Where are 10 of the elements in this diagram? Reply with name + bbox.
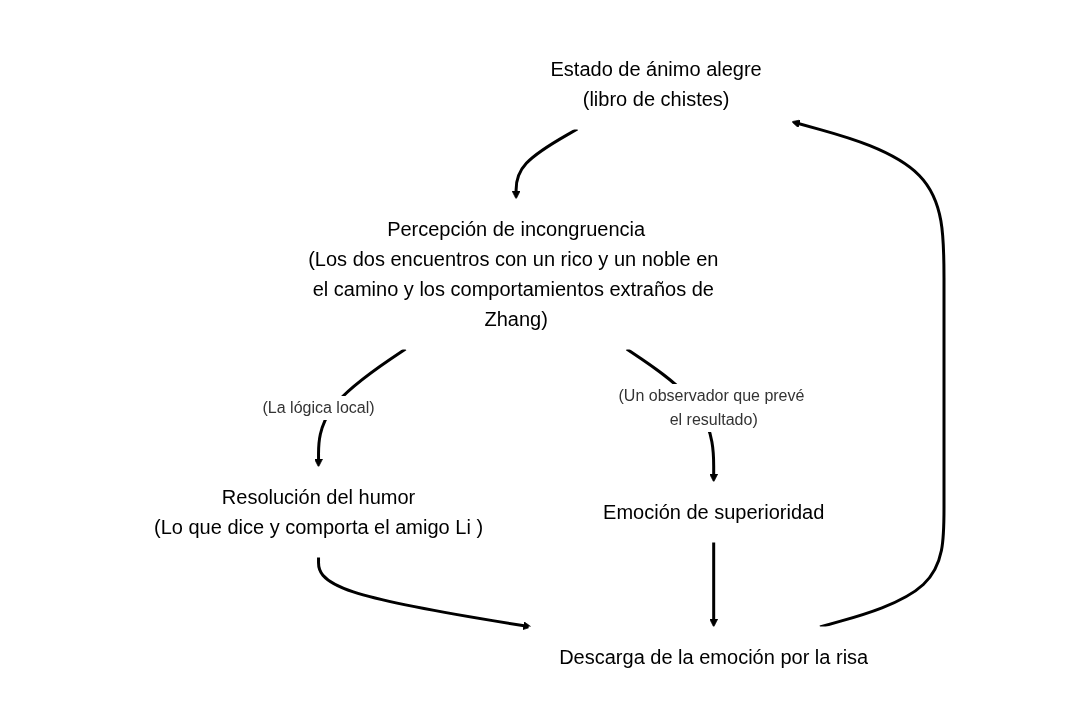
edge-label: (La lógica local)	[262, 399, 375, 416]
node-text: Emoción de superioridad	[602, 501, 824, 523]
arrow	[316, 557, 532, 631]
arrow	[790, 119, 945, 629]
node-text: Estado de ánimo alegre (libro de chistes)	[549, 58, 762, 110]
node-text: Descarga de la emoción por la risa	[558, 646, 868, 668]
node-text: Resolución del humor (Lo que dice y comporta el amigo Li )	[153, 486, 483, 538]
arrow	[708, 542, 718, 628]
edge-label: (Un observador que prevé el resultado)	[618, 387, 804, 428]
node-text: Percepción de incongruencia (Los dos encuentros con un rico y un noble en el camino y los comportamientos extraños de Zhang)	[307, 218, 718, 330]
